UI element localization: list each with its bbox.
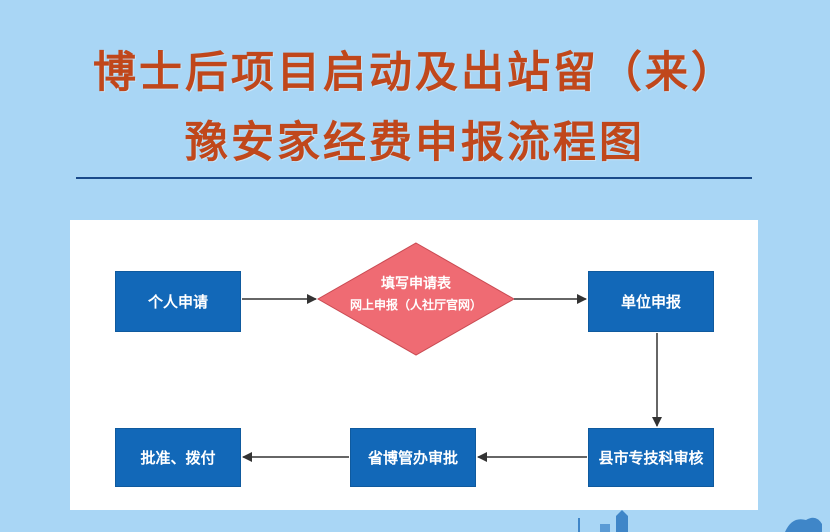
- title-divider: [76, 177, 752, 179]
- page-title-line1: 博士后项目启动及出站留（来）: [93, 48, 737, 98]
- fill-form-label: 填写申请表: [381, 276, 451, 292]
- node-approve-disburse[interactable]: 批准、拨付: [115, 428, 241, 487]
- page-title-line2: 豫安家经费申报流程图: [185, 118, 645, 168]
- node-provincial-approval[interactable]: 省博管办审批: [350, 428, 476, 487]
- node-unit-submission[interactable]: 单位申报: [588, 271, 714, 332]
- node-county-review[interactable]: 县市专技科审核: [588, 428, 714, 487]
- city-skyline-decoration: [578, 510, 822, 532]
- node-personal-application[interactable]: 个人申请: [115, 271, 241, 332]
- fill-form-diamond[interactable]: [316, 242, 516, 356]
- online-submission-label: 网上申报（人社厅官网）: [349, 298, 482, 312]
